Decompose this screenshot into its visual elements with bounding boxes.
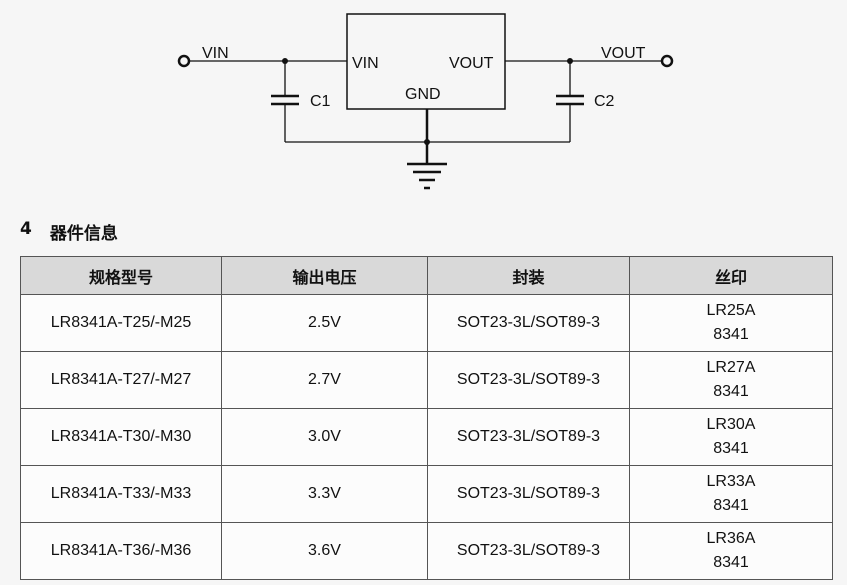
cell-model: LR8341A-T36/-M36 [20,522,222,580]
cell-model: LR8341A-T30/-M30 [20,408,222,466]
cell-marking: LR36A 8341 [629,522,833,580]
cell-voltage: 3.6V [221,522,428,580]
cell-marking: LR33A 8341 [629,465,833,523]
cell-voltage: 2.5V [221,294,428,352]
cell-package: SOT23-3L/SOT89-3 [427,351,630,409]
vin-label: VIN [202,45,229,62]
marking-line-2: 8341 [713,440,749,457]
ic-pin-gnd: GND [405,86,441,103]
cell-model: LR8341A-T25/-M25 [20,294,222,352]
header-model: 规格型号 [20,256,222,295]
marking-line-2: 8341 [713,326,749,343]
section-heading: 4 器件信息 [20,219,118,244]
cell-model: LR8341A-T33/-M33 [20,465,222,523]
marking-line-1: LR36A [706,530,756,547]
marking-line-1: LR33A [706,473,756,490]
marking-line-2: 8341 [713,554,749,571]
c1-label: C1 [310,93,331,110]
table-row: LR8341A-T25/-M25 2.5V SOT23-3L/SOT89-3 L… [20,294,833,352]
section-title: 器件信息 [49,224,118,244]
vin-terminal [177,54,191,68]
table-header-row: 规格型号 输出电压 封装 丝印 [20,256,833,295]
header-marking: 丝印 [629,256,833,295]
c2-label: C2 [594,93,615,110]
cell-package: SOT23-3L/SOT89-3 [427,522,630,580]
cell-marking: LR25A 8341 [629,294,833,352]
header-package: 封装 [427,256,630,295]
junction-gnd [424,139,430,145]
marking-line-1: LR30A [706,416,756,433]
table-row: LR8341A-T27/-M27 2.7V SOT23-3L/SOT89-3 L… [20,351,833,409]
cell-voltage: 3.0V [221,408,428,466]
vout-terminal [660,54,674,68]
cell-package: SOT23-3L/SOT89-3 [427,294,630,352]
marking-line-2: 8341 [713,383,749,400]
ground-icon [407,162,447,190]
cell-marking: LR30A 8341 [629,408,833,466]
cell-marking: LR27A 8341 [629,351,833,409]
table-row: LR8341A-T36/-M36 3.6V SOT23-3L/SOT89-3 L… [20,522,833,580]
device-info-table: 规格型号 输出电压 封装 丝印 LR8341A-T25/-M25 2.5V SO… [20,256,833,580]
cell-package: SOT23-3L/SOT89-3 [427,465,630,523]
marking-line-2: 8341 [713,497,749,514]
section-number: 4 [20,219,32,239]
application-circuit-diagram: VIN C1 VIN VOUT GND VOUT C2 [177,13,674,190]
marking-line-1: LR25A [706,302,756,319]
ic-pin-vin: VIN [352,55,379,72]
cell-package: SOT23-3L/SOT89-3 [427,408,630,466]
cell-model: LR8341A-T27/-M27 [20,351,222,409]
ic-pin-vout: VOUT [449,55,494,72]
marking-line-1: LR27A [706,359,756,376]
table-row: LR8341A-T33/-M33 3.3V SOT23-3L/SOT89-3 L… [20,465,833,523]
header-voltage: 输出电压 [221,256,428,295]
table-row: LR8341A-T30/-M30 3.0V SOT23-3L/SOT89-3 L… [20,408,833,466]
cell-voltage: 2.7V [221,351,428,409]
cell-voltage: 3.3V [221,465,428,523]
vout-label: VOUT [601,45,646,62]
